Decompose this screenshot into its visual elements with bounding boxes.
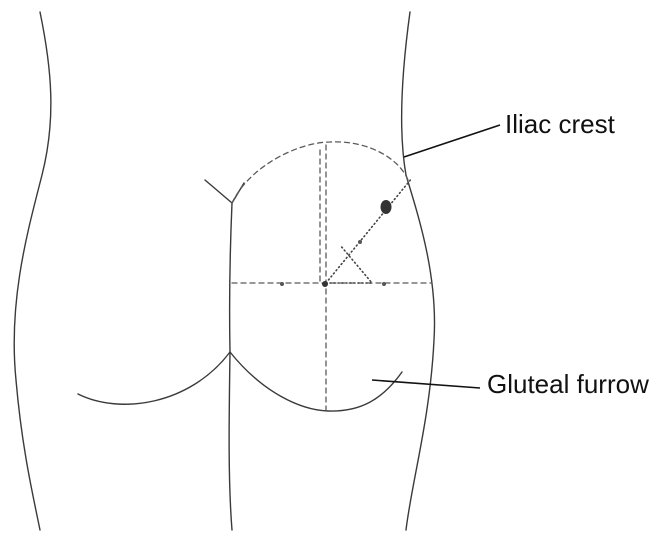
- guide-dot-2: [280, 282, 284, 286]
- sacral-crease-left: [205, 180, 232, 203]
- iliac-crest-leader: [404, 125, 500, 157]
- right-buttock-outline: [230, 352, 402, 411]
- reference-point-dot: [322, 281, 328, 287]
- right-body-contour: [402, 12, 435, 530]
- dorsogluteal-guide-line: [326, 178, 412, 283]
- left-body-contour: [14, 12, 51, 530]
- guide-dot-3: [382, 282, 386, 286]
- iliac-crest-label: Iliac crest: [505, 109, 616, 139]
- angle-guide-line: [326, 245, 372, 283]
- left-buttock-outline: [78, 352, 230, 404]
- gluteal-cleft: [229, 203, 232, 530]
- guide-dot-1: [358, 240, 362, 244]
- injection-site-marker: [381, 200, 392, 214]
- gluteal-furrow-label: Gluteal furrow: [487, 369, 649, 399]
- gluteal-furrow-leader: [372, 380, 480, 388]
